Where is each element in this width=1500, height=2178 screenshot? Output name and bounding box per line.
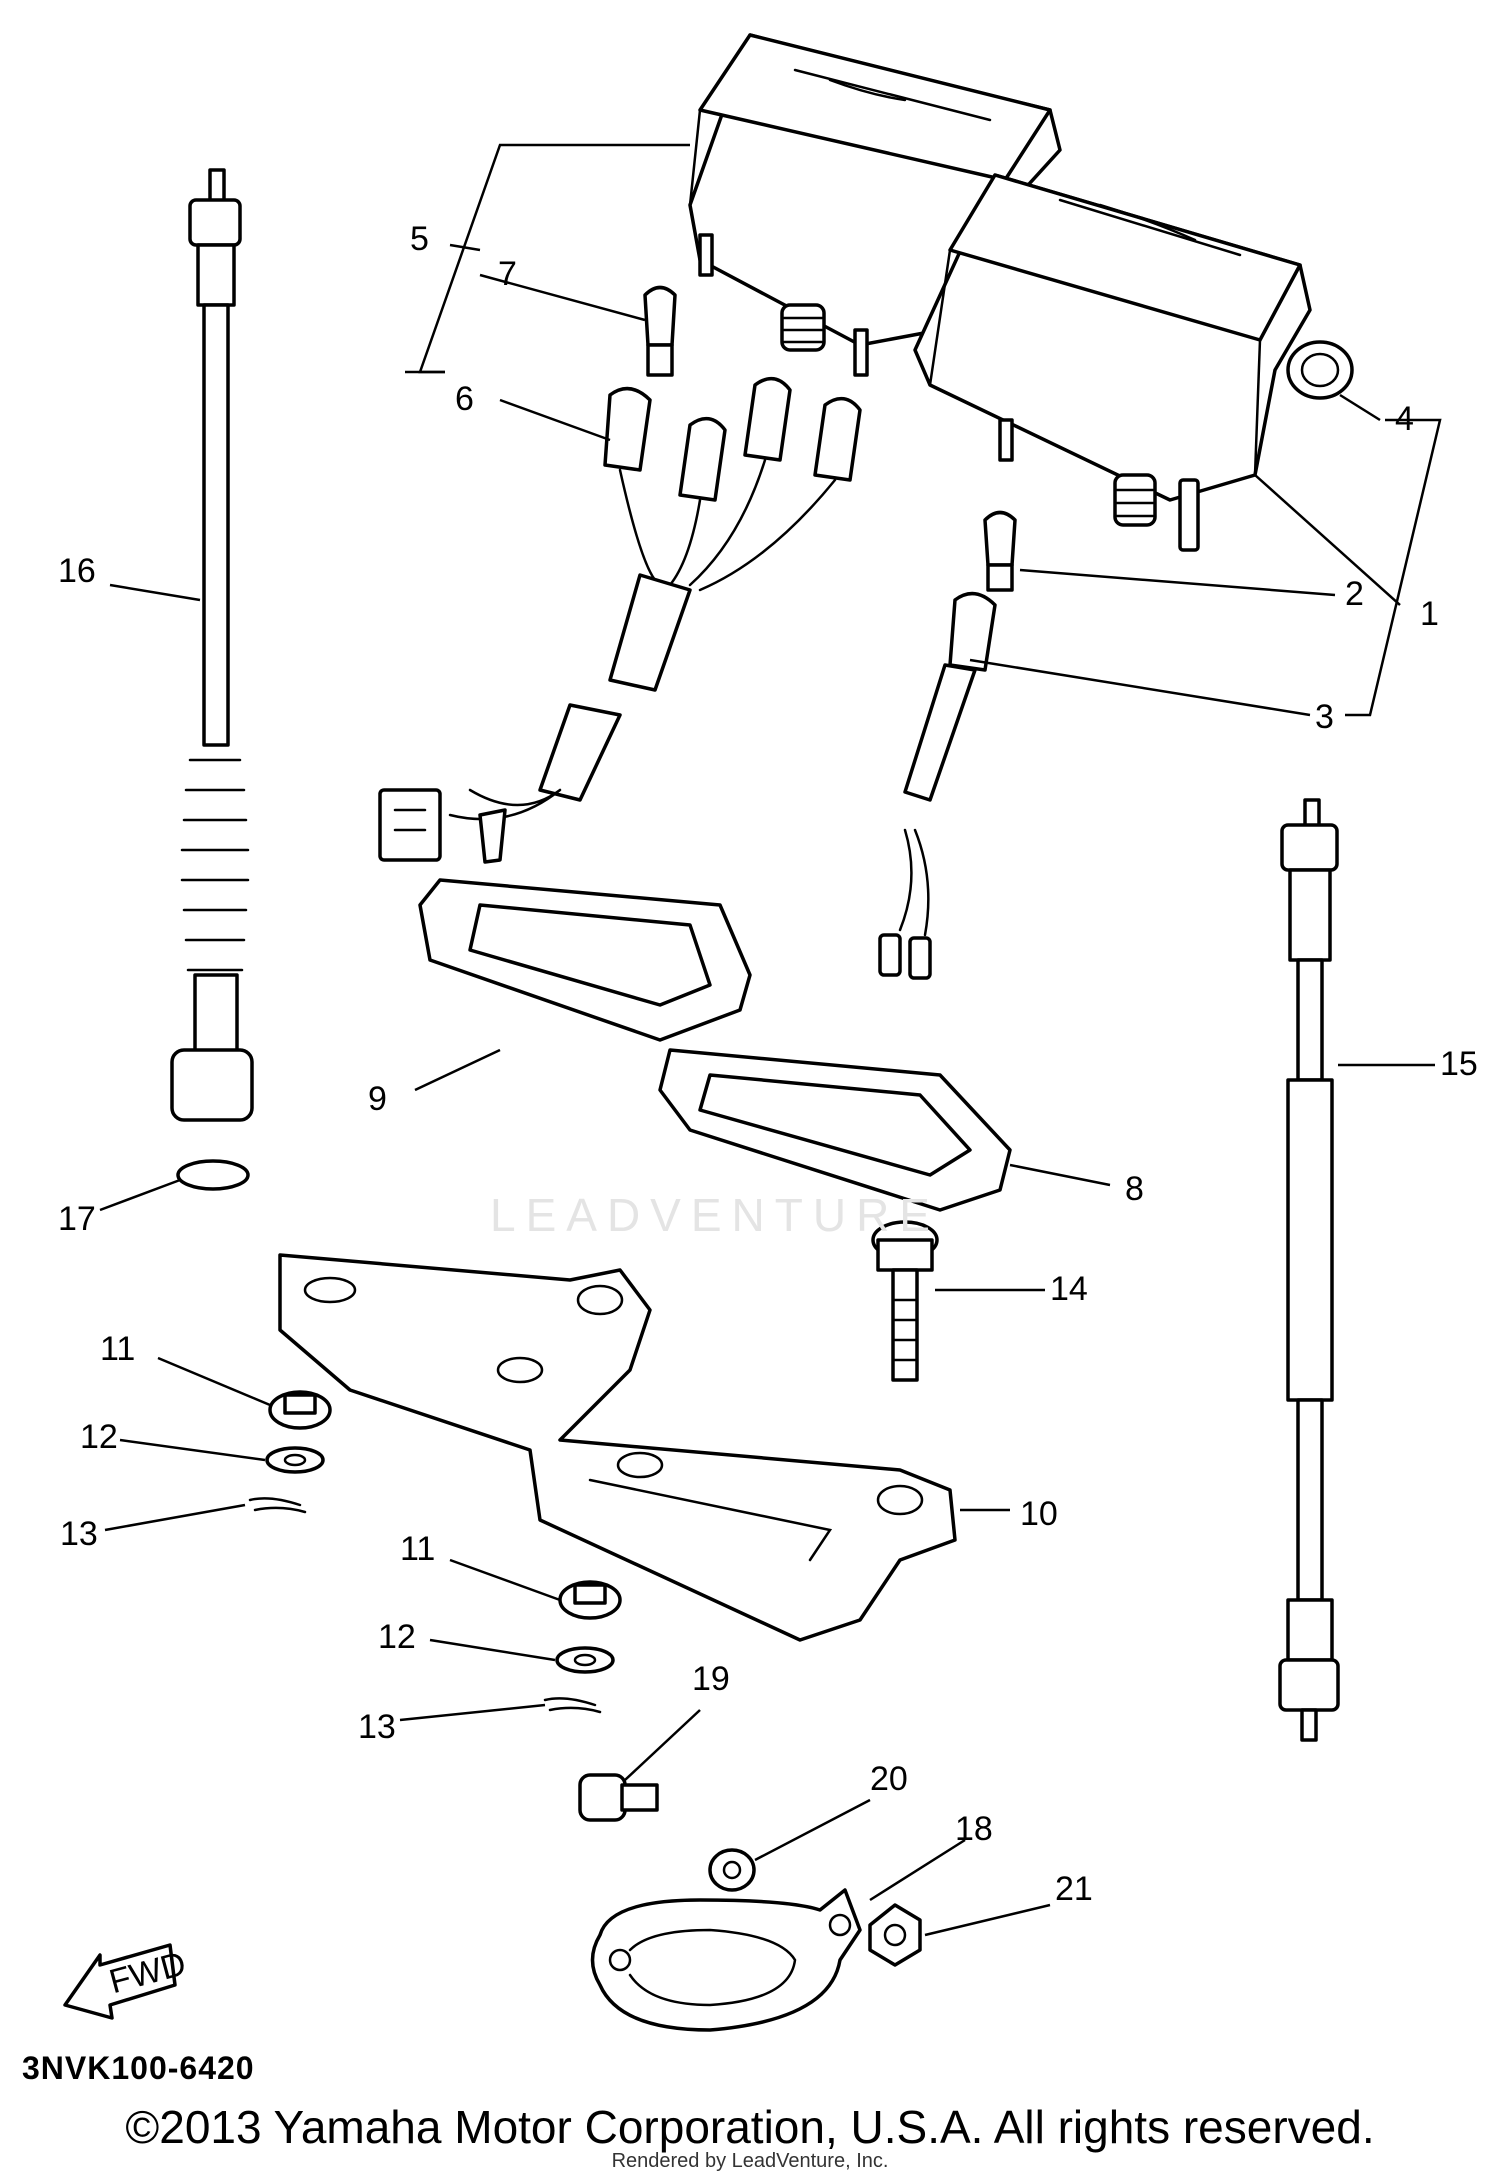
- callout-13: 13: [60, 1515, 98, 1553]
- leader-lines: [99, 143, 1442, 1937]
- meter-assembly-1: [913, 173, 1354, 552]
- gasket-9: [418, 878, 752, 1042]
- meter-cable-15: [1278, 798, 1340, 1742]
- callout-3: 3: [1315, 698, 1334, 736]
- rendered-by-notice: Rendered by LeadVenture, Inc.: [611, 2150, 889, 2172]
- bolt-14: [871, 1220, 939, 1382]
- socket-3: [878, 591, 997, 980]
- watermark: LEADVENTURE: [490, 1189, 940, 1241]
- callout-21: 21: [1055, 1870, 1093, 1908]
- callout-16: 16: [58, 552, 96, 590]
- callout-18: 18: [955, 1810, 993, 1848]
- callout-1: 1: [1420, 595, 1439, 633]
- meter-bracket-10: [278, 1253, 957, 1642]
- callout-15: 15: [1440, 1045, 1478, 1083]
- callout-19: 19: [692, 1660, 730, 1698]
- callout-8: 8: [1125, 1170, 1144, 1208]
- bulb-2: [983, 510, 1017, 592]
- diagram-code: 3NVK100-6420: [22, 2050, 255, 2086]
- copyright-notice: ©2013 Yamaha Motor Corporation, U.S.A. A…: [125, 2101, 1375, 2153]
- gasket-8: [658, 1048, 1012, 1212]
- callout-12: 12: [80, 1418, 118, 1456]
- damper-set-right: [543, 1580, 622, 1714]
- callout-13-lower: 13: [358, 1708, 396, 1746]
- callout-7: 7: [498, 255, 517, 293]
- callout-20: 20: [870, 1760, 908, 1798]
- bulb-7: [643, 285, 677, 377]
- clamp-bracket-18: [590, 1888, 862, 2032]
- bolt-19: [578, 1773, 659, 1822]
- meter-cable-16: [170, 168, 254, 1191]
- callout-5: 5: [410, 220, 429, 258]
- nut-21: [868, 1903, 922, 1967]
- callout-12-lower: 12: [378, 1618, 416, 1656]
- callout-14: 14: [1050, 1270, 1088, 1308]
- callout-4: 4: [1395, 400, 1414, 438]
- callout-6: 6: [455, 380, 474, 418]
- callout-9: 9: [368, 1080, 387, 1118]
- harness-socket-6: [378, 376, 862, 864]
- callout-labels: 1 2 3 4 5 6 7 8 9 10 11 12 13 14 15 16 1…: [58, 220, 1478, 1908]
- collar-20: [708, 1848, 756, 1892]
- callout-10: 10: [1020, 1495, 1058, 1533]
- callout-11: 11: [100, 1330, 135, 1368]
- callout-17: 17: [58, 1200, 96, 1238]
- fwd-arrow: FWD: [63, 1943, 190, 2020]
- callout-11-lower: 11: [400, 1530, 435, 1568]
- callout-2: 2: [1345, 575, 1364, 613]
- damper-set-left: [248, 1390, 332, 1514]
